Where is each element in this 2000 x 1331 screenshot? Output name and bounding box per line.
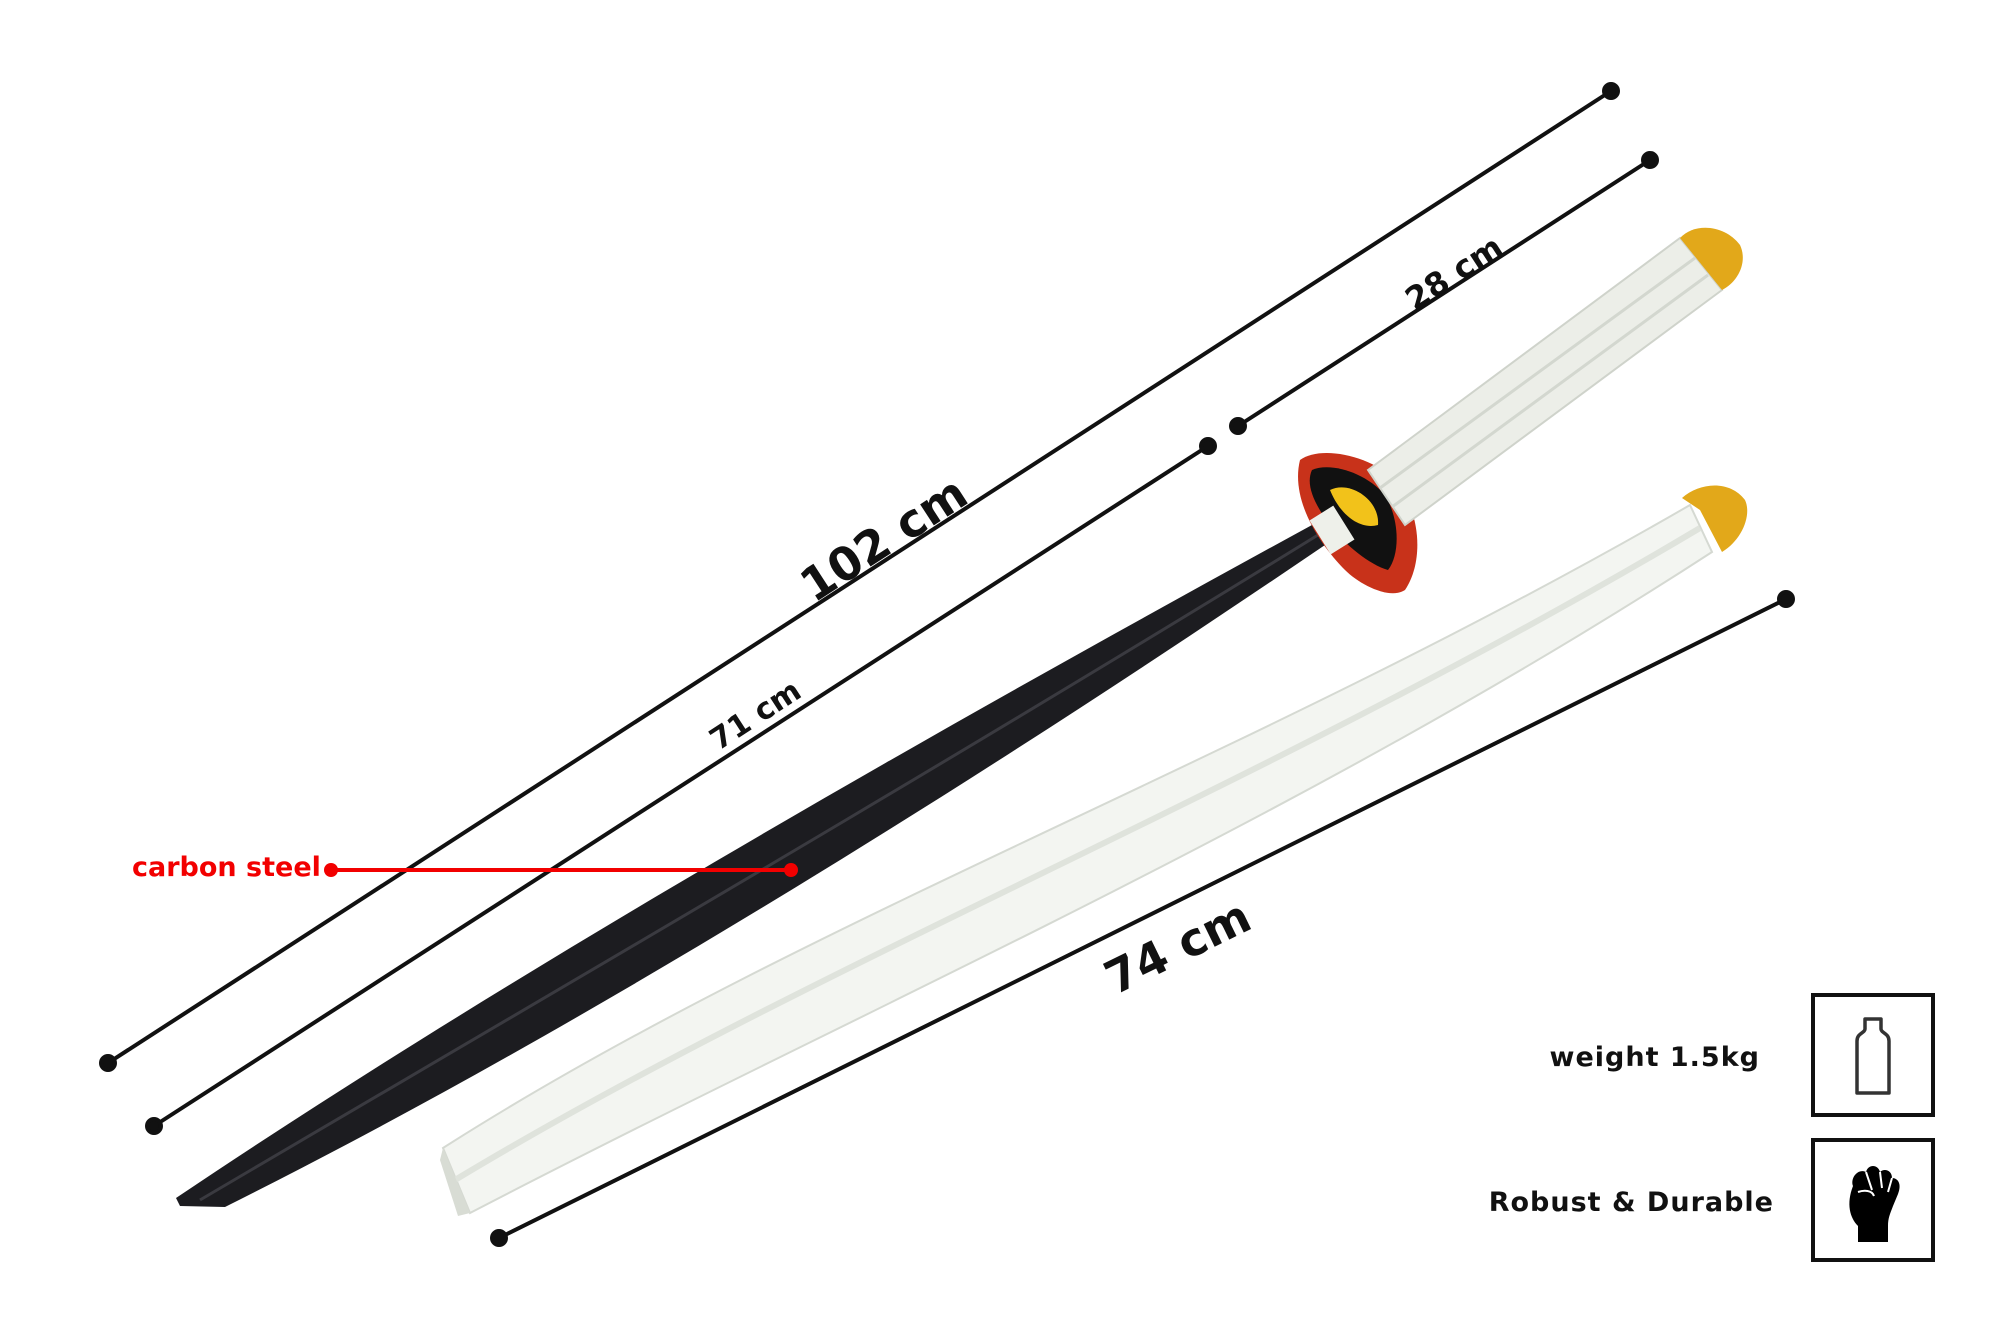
callout-pointer [324,863,798,877]
feature-box-weight [1811,993,1935,1117]
fist-icon [1849,1166,1900,1242]
handle [1366,227,1743,527]
feature-label-weight: weight 1.5kg [1549,1042,1760,1073]
weight-icon [1855,1017,1891,1095]
dimension-line-total [99,82,1620,1072]
feature-label-robust: Robust & Durable [1488,1187,1774,1218]
callout-label: carbon steel [132,852,321,883]
dimension-line-handle [1229,151,1659,435]
dimension-line-scabbard [490,590,1795,1247]
blade [176,525,1325,1207]
scabbard [440,485,1748,1216]
dimension-line-blade [145,437,1217,1135]
feature-box-robust [1811,1138,1935,1262]
